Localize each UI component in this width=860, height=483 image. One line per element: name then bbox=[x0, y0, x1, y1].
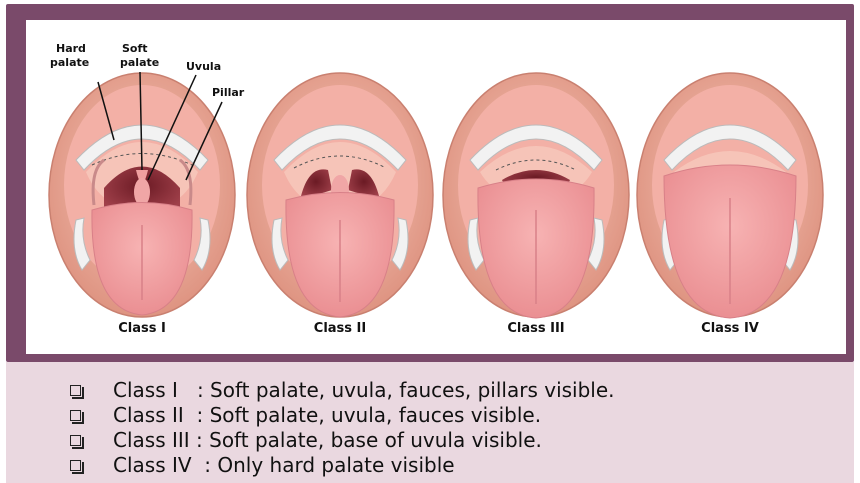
soft-palate-label-line1: Soft bbox=[122, 42, 148, 55]
legend-text-2: Class II : Soft palate, uvula, fauces vi… bbox=[113, 403, 541, 427]
class-label-3: Class III bbox=[507, 321, 564, 336]
illustration-panel: Class I Class II bbox=[26, 20, 846, 354]
hard-palate-label-line1: Hard bbox=[56, 42, 86, 55]
checkbox-bullet-icon bbox=[70, 410, 81, 421]
class-label-2: Class II bbox=[314, 321, 366, 336]
legend-row-3: Class III : Soft palate, base of uvula v… bbox=[70, 428, 542, 452]
mouth-class-3: Class III bbox=[443, 73, 629, 336]
soft-palate-label-line2: palate bbox=[120, 56, 159, 69]
hard-palate-label-line2: palate bbox=[50, 56, 89, 69]
diagram-frame: Class I Class II bbox=[6, 4, 854, 362]
class-label-1: Class I bbox=[118, 321, 166, 336]
mouth-class-1: Class I bbox=[49, 73, 235, 336]
class-label-4: Class IV bbox=[701, 321, 759, 336]
checkbox-bullet-icon bbox=[70, 385, 81, 396]
legend-text-3: Class III : Soft palate, base of uvula v… bbox=[113, 428, 542, 452]
legend-row-2: Class II : Soft palate, uvula, fauces vi… bbox=[70, 403, 541, 427]
checkbox-bullet-icon bbox=[70, 435, 81, 446]
classification-legend: Class I : Soft palate, uvula, fauces, pi… bbox=[6, 362, 854, 483]
legend-text-4: Class IV : Only hard palate visible bbox=[113, 453, 455, 477]
mallampati-illustration: Class I Class II bbox=[26, 20, 846, 354]
pillar-label: Pillar bbox=[212, 86, 245, 99]
checkbox-bullet-icon bbox=[70, 460, 81, 471]
mouth-class-4: Class IV bbox=[637, 73, 823, 336]
uvula-label: Uvula bbox=[186, 60, 221, 73]
legend-row-4: Class IV : Only hard palate visible bbox=[70, 453, 455, 477]
legend-row-1: Class I : Soft palate, uvula, fauces, pi… bbox=[70, 378, 615, 402]
legend-text-1: Class I : Soft palate, uvula, fauces, pi… bbox=[113, 378, 615, 402]
mouth-class-2: Class II bbox=[247, 73, 433, 336]
